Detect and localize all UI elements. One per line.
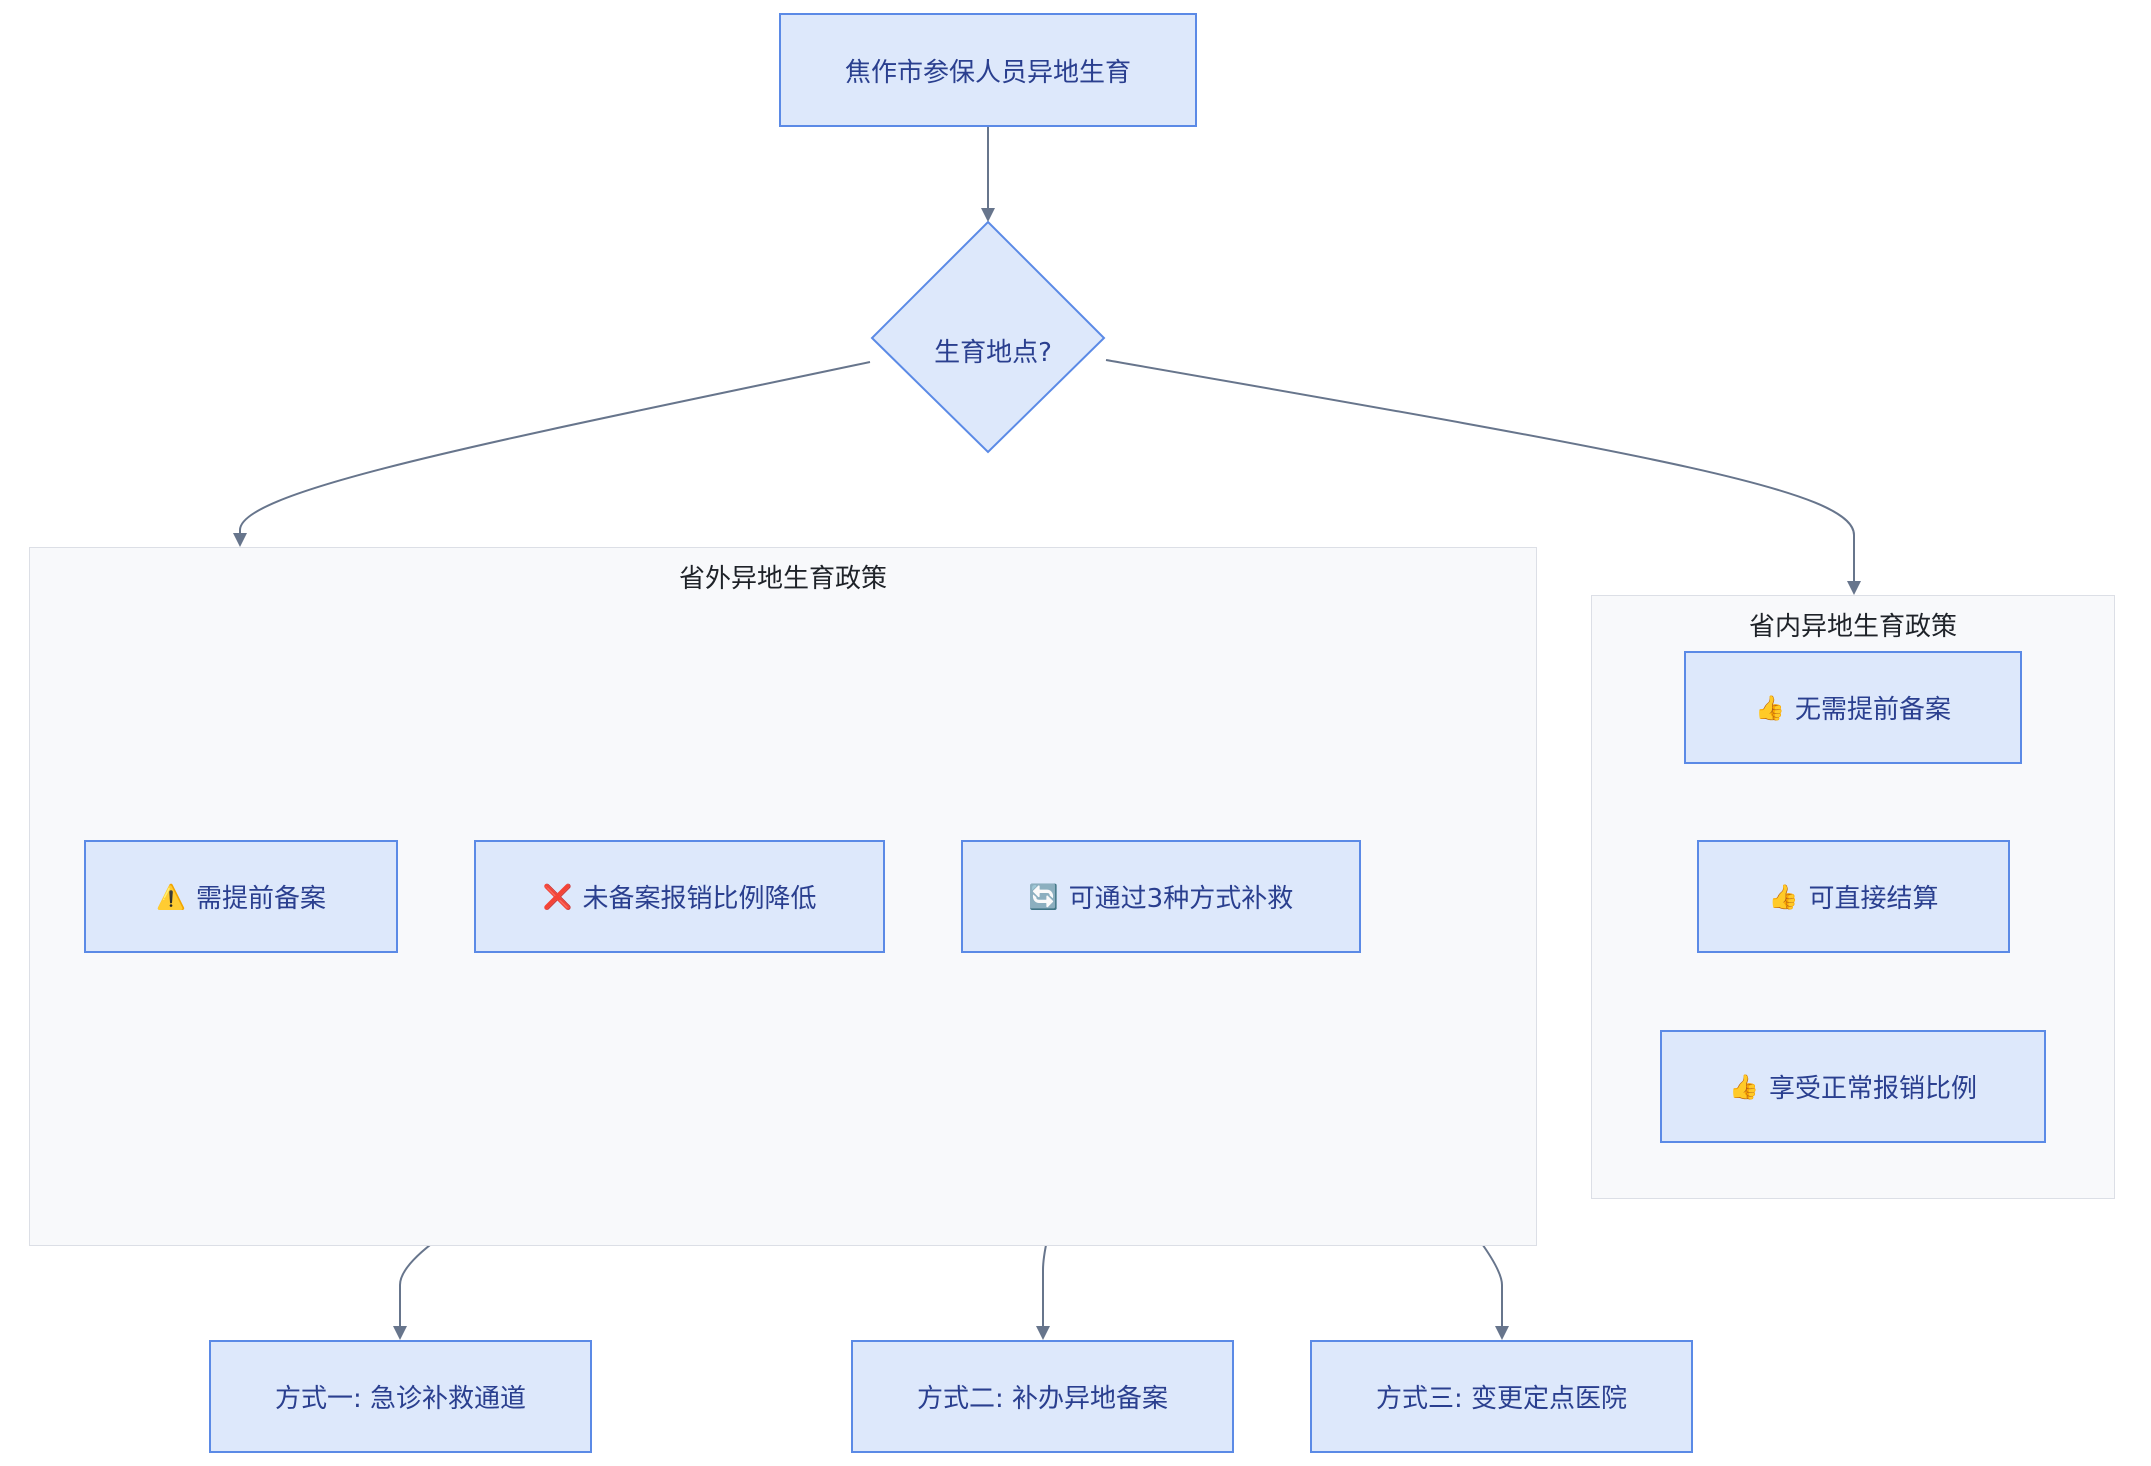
decision-node-label[interactable]: 生育地点? — [934, 337, 1052, 368]
need-filing-label: 需提前备案 — [195, 884, 326, 914]
reduced-ratio-label: 未备案报销比例降低 — [582, 884, 817, 914]
three-remedies-node[interactable]: 🔄 可通过3种方式补救 — [961, 840, 1361, 953]
method3-node[interactable]: 方式三: 变更定点医院 — [1310, 1340, 1693, 1453]
method2-label: 方式二: 补办异地备案 — [916, 1384, 1169, 1414]
need-filing-node[interactable]: ⚠️ 需提前备案 — [84, 840, 398, 953]
direct-settle-node[interactable]: 👍 可直接结算 — [1697, 840, 2010, 953]
three-remedies-label: 可通过3种方式补救 — [1068, 884, 1294, 914]
arrowhead — [393, 1326, 407, 1340]
edge-decision-to-out-province — [239, 361, 871, 533]
out-province-cluster-title: 省外异地生育政策 — [678, 564, 887, 594]
reduced-ratio-node[interactable]: ❌ 未备案报销比例降低 — [474, 840, 885, 953]
method2-node[interactable]: 方式二: 补办异地备案 — [851, 1340, 1234, 1453]
thumbs-up-icon: 👍 — [1768, 882, 1799, 911]
in-province-cluster-title: 省内异地生育政策 — [1748, 612, 1957, 642]
no-filing-label: 无需提前备案 — [1794, 695, 1951, 725]
arrowhead — [1495, 1326, 1509, 1340]
arrowhead — [233, 533, 247, 547]
thumbs-up-icon: 👍 — [1755, 693, 1785, 722]
normal-ratio-label: 享受正常报销比例 — [1768, 1074, 1977, 1104]
start-node[interactable]: 焦作市参保人员异地生育 — [779, 13, 1197, 127]
arrowhead — [1847, 581, 1861, 595]
direct-settle-label: 可直接结算 — [1808, 884, 1939, 914]
warning-icon: ⚠️ — [156, 882, 186, 911]
method3-label: 方式三: 变更定点医院 — [1375, 1384, 1628, 1414]
decision-diamond — [870, 220, 1106, 454]
method1-label: 方式一: 急诊补救通道 — [274, 1384, 527, 1414]
cross-icon: ❌ — [542, 882, 573, 911]
thumbs-up-icon: 👍 — [1729, 1072, 1759, 1101]
no-filing-node[interactable]: 👍 无需提前备案 — [1684, 651, 2022, 764]
refresh-icon: 🔄 — [1028, 882, 1059, 911]
start-node-label: 焦作市参保人员异地生育 — [844, 57, 1131, 88]
arrowhead — [981, 208, 995, 222]
method1-node[interactable]: 方式一: 急诊补救通道 — [209, 1340, 592, 1453]
normal-ratio-node[interactable]: 👍 享受正常报销比例 — [1660, 1030, 2046, 1143]
edge-decision-to-in-province — [1105, 359, 1855, 581]
arrowhead — [1036, 1326, 1050, 1340]
